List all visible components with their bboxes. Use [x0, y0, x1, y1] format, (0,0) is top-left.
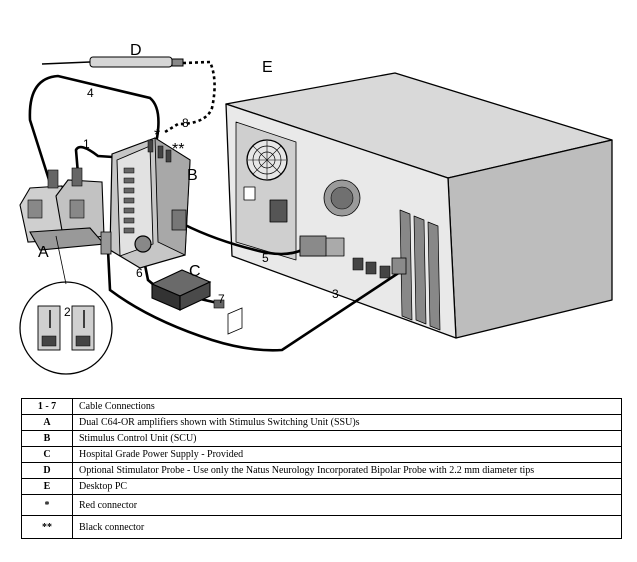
- label-cable-6: 6: [136, 266, 143, 280]
- cables: [28, 74, 402, 352]
- legend-row: A Dual C64-OR amplifiers shown with Stim…: [21, 414, 622, 431]
- pc-usb-connector: [391, 257, 407, 275]
- label-cable-1: 1: [83, 137, 90, 151]
- label-cable-4: 4: [87, 86, 94, 100]
- label-black-connector: **: [172, 141, 184, 158]
- label-a: A: [38, 244, 49, 261]
- label-d: D: [130, 42, 142, 59]
- label-cable-2: 2: [64, 305, 71, 319]
- legend-key: E: [21, 478, 73, 495]
- legend-row: E Desktop PC: [21, 478, 622, 495]
- stimulator-probe: [41, 56, 184, 68]
- legend-key: C: [21, 446, 73, 463]
- label-cable-5: 5: [262, 251, 269, 265]
- legend-desc: Stimulus Control Unit (SCU): [72, 430, 622, 447]
- legend-table: 1 - 7 Cable Connections A Dual C64-OR am…: [21, 398, 622, 539]
- legend-key: *: [21, 494, 73, 516]
- label-b: B: [187, 167, 198, 184]
- label-cable-3: 3: [332, 287, 339, 301]
- legend-row: * Red connector: [21, 494, 622, 516]
- label-red-connector: *: [154, 127, 160, 144]
- legend-desc: Desktop PC: [72, 478, 622, 495]
- label-c: C: [189, 263, 201, 280]
- legend-row: D Optional Stimulator Probe - Use only t…: [21, 462, 622, 479]
- legend-desc: Cable Connections: [72, 398, 622, 415]
- legend-desc: Hospital Grade Power Supply - Provided: [72, 446, 622, 463]
- legend-key: **: [21, 515, 73, 539]
- legend-desc: Dual C64-OR amplifiers shown with Stimul…: [72, 414, 622, 431]
- legend-row: C Hospital Grade Power Supply - Provided: [21, 446, 622, 463]
- stimulus-control-unit: [109, 137, 191, 269]
- legend-key: D: [21, 462, 73, 479]
- legend-key: B: [21, 430, 73, 447]
- legend-row: 1 - 7 Cable Connections: [21, 398, 622, 415]
- legend-row: ** Black connector: [21, 515, 622, 539]
- legend-desc: Black connector: [72, 515, 622, 539]
- probe-cable-8: [164, 60, 216, 134]
- label-cable-8: 8: [182, 116, 189, 130]
- legend-desc: Optional Stimulator Probe - Use only the…: [72, 462, 622, 479]
- connection-diagram: D E B C A 1 2 3 4 5 6 7 8 * **: [19, 42, 613, 375]
- desktop-pc: [225, 72, 613, 339]
- power-supply: [150, 269, 243, 335]
- legend-desc: Red connector: [72, 494, 622, 516]
- legend-key: A: [21, 414, 73, 431]
- label-cable-7: 7: [218, 292, 225, 306]
- pc-db-connector: [299, 235, 327, 257]
- inset-detail: [19, 281, 113, 375]
- amplifiers: [19, 167, 106, 251]
- amplifier-plug: [100, 231, 112, 255]
- label-e: E: [262, 59, 273, 76]
- legend-key: 1 - 7: [21, 398, 73, 415]
- inset-leader: [55, 235, 67, 285]
- legend-row: B Stimulus Control Unit (SCU): [21, 430, 622, 447]
